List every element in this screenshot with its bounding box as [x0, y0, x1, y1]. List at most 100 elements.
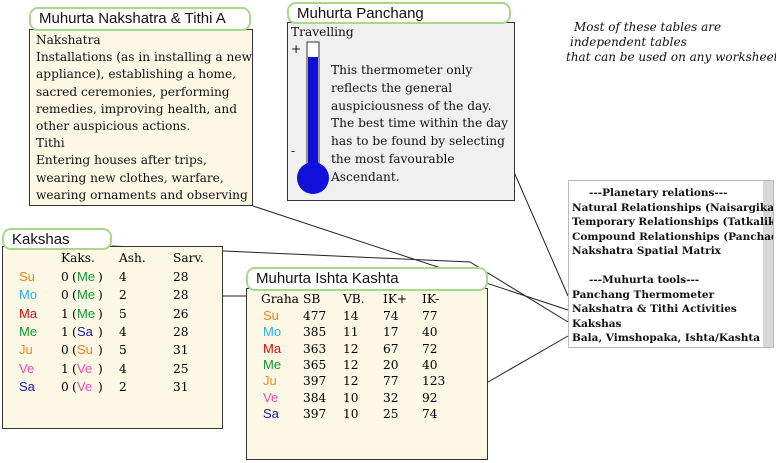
- kakshas-sarv-value: 31: [173, 379, 189, 394]
- kakshas-lord: Su: [77, 342, 93, 358]
- panchang-text-line: has to be found by selecting: [331, 134, 505, 149]
- kakshas-title-tab[interactable]: Kakshas: [2, 228, 112, 250]
- kakshas-title: Kakshas: [12, 231, 70, 248]
- panchang-title: Muhurta Panchang: [297, 5, 424, 22]
- kakshas-kaks-value: 0: [61, 288, 69, 303]
- nakshatra-text-line: appliance), establishing a home,: [36, 67, 237, 82]
- kakshas-header-sarv: Sarv.: [173, 251, 204, 265]
- ishta-ikm-value: 72: [422, 341, 438, 356]
- menu-item[interactable]: Nakshatra & Tithi Activities: [572, 303, 737, 315]
- panchang-text-line: The best time within the day: [331, 116, 509, 131]
- ishta-sb-value: 365: [303, 357, 327, 372]
- kakshas-lord: Ve: [77, 360, 93, 376]
- ishta-sb-value: 397: [303, 374, 327, 389]
- nakshatra-tithi-title-tab[interactable]: Muhurta Nakshatra & Tithi A: [29, 7, 251, 31]
- panchang-title-tab[interactable]: Muhurta Panchang: [287, 2, 511, 24]
- kakshas-sarv-value: 28: [173, 288, 189, 303]
- panchang-text-line: Ascendant.: [331, 169, 400, 184]
- paren-open: (: [72, 270, 77, 284]
- ishta-ikp-value: 17: [383, 325, 399, 340]
- menu-section-header: ---Planetary relations---: [589, 187, 728, 199]
- ishta-ikp-value: 20: [383, 357, 399, 372]
- kakshas-lord: Sa: [77, 323, 93, 339]
- kakshas-kaks-value: 1: [61, 324, 69, 339]
- ishta-planet: Ma: [263, 340, 282, 356]
- menu-item[interactable]: Bala, Vimshopaka, Ishta/Kashta: [572, 332, 761, 344]
- nakshatra-text-line: remedies, improving health, and: [36, 101, 238, 116]
- kakshas-ash-value: 4: [119, 361, 127, 376]
- thermometer-icon: [297, 41, 329, 194]
- kakshas-planet: Ma: [19, 305, 38, 321]
- paren-close: ): [98, 270, 103, 284]
- note-line: that can be used on any worksheet.: [566, 50, 776, 64]
- ishta-header-ikp: IK+: [383, 292, 408, 306]
- ishta-header-ikm: IK-: [422, 292, 440, 306]
- kakshas-ash-value: 5: [119, 343, 127, 358]
- panchang-panel: Travelling + - This thermometer only refl…: [287, 22, 515, 201]
- note-line: Most of these tables are: [574, 20, 722, 34]
- ishta-vb-value: 12: [343, 374, 359, 389]
- ishta-sb-value: 385: [303, 325, 327, 340]
- kakshas-ash-value: 5: [119, 306, 127, 321]
- kakshas-planet: Me: [19, 323, 38, 339]
- menu-item[interactable]: Temporary Relationships (Tatkalika: [572, 216, 774, 228]
- ishta-ikp-value: 67: [383, 341, 399, 356]
- paren-open: (: [72, 324, 77, 339]
- paren-close: ): [98, 324, 103, 339]
- menu-item[interactable]: Nakshatra Spatial Matrix: [572, 245, 721, 257]
- kakshas-kaks-value: 1: [61, 361, 69, 376]
- menu-section-header: ---Muhurta tools---: [589, 274, 700, 286]
- kakshas-sarv-value: 28: [173, 324, 189, 339]
- ishta-ikp-value: 74: [383, 309, 399, 323]
- paren-open: (: [72, 379, 77, 394]
- kakshas-lord: Me: [77, 305, 96, 321]
- kakshas-ash-value: 2: [119, 288, 127, 303]
- ishta-planet: Sa: [263, 405, 279, 421]
- ishta-planet: Me: [263, 356, 282, 372]
- nakshatra-tithi-title: Muhurta Nakshatra & Tithi A: [39, 10, 226, 27]
- nakshatra-text-line: sacred ceremonies, performing: [36, 84, 230, 99]
- nakshatra-text-line: Installations (as in installing a new: [36, 50, 253, 65]
- panchang-text-line: This thermometer only: [331, 63, 473, 77]
- menu-item[interactable]: Kakshas: [572, 317, 622, 330]
- thermo-plus: +: [291, 42, 302, 56]
- ishta-vb-value: 10: [343, 390, 359, 405]
- nakshatra-text-line: Entering houses after trips,: [36, 153, 207, 168]
- ishta-ikm-value: 123: [422, 374, 446, 389]
- thermo-minus: -: [291, 144, 296, 158]
- panchang-label: Travelling: [291, 25, 354, 39]
- ishta-kashta-title-tab[interactable]: Muhurta Ishta Kashta: [246, 267, 488, 291]
- menu-scrollbar[interactable]: [763, 181, 773, 347]
- menu-panel: ---Planetary relations--- Natural Relatio…: [568, 180, 774, 348]
- kakshas-ash-value: 4: [119, 324, 127, 339]
- ishta-vb-value: 11: [343, 325, 359, 340]
- menu-item[interactable]: Natural Relationships (Naisargika): [572, 201, 774, 214]
- paren-close: ): [98, 343, 103, 358]
- paren-open: (: [72, 306, 77, 321]
- ishta-header-vb: VB.: [343, 292, 365, 306]
- paren-close: ): [98, 361, 103, 376]
- kakshas-planet: Ve: [19, 360, 35, 376]
- ishta-vb-value: 12: [343, 357, 359, 372]
- kakshas-lord: Ve: [77, 378, 93, 394]
- ishta-planet: Ju: [263, 373, 277, 389]
- ishta-vb-value: 10: [343, 406, 359, 421]
- nakshatra-text-line: wearing ornaments and observing: [36, 187, 248, 202]
- paren-close: ): [98, 379, 103, 394]
- paren-close: ): [98, 288, 103, 303]
- kakshas-kaks-value: 1: [61, 306, 69, 321]
- nakshatra-text-line: wearing new clothes, warfare,: [36, 170, 224, 185]
- note-line: independent tables: [570, 35, 687, 49]
- kakshas-kaks-value: 0: [61, 379, 69, 394]
- ishta-ikm-value: 40: [422, 325, 438, 340]
- ishta-sb-value: 363: [303, 341, 327, 356]
- panchang-text-line: reflects the general: [331, 80, 453, 95]
- panchang-text-line: the most favourable: [331, 152, 455, 166]
- menu-item[interactable]: Compound Relationships (Panchadh: [572, 230, 774, 243]
- ishta-ikp-value: 77: [383, 374, 399, 389]
- ishta-vb-value: 14: [343, 309, 359, 323]
- paren-open: (: [72, 288, 77, 303]
- menu-item[interactable]: Panchang Thermometer: [572, 288, 715, 301]
